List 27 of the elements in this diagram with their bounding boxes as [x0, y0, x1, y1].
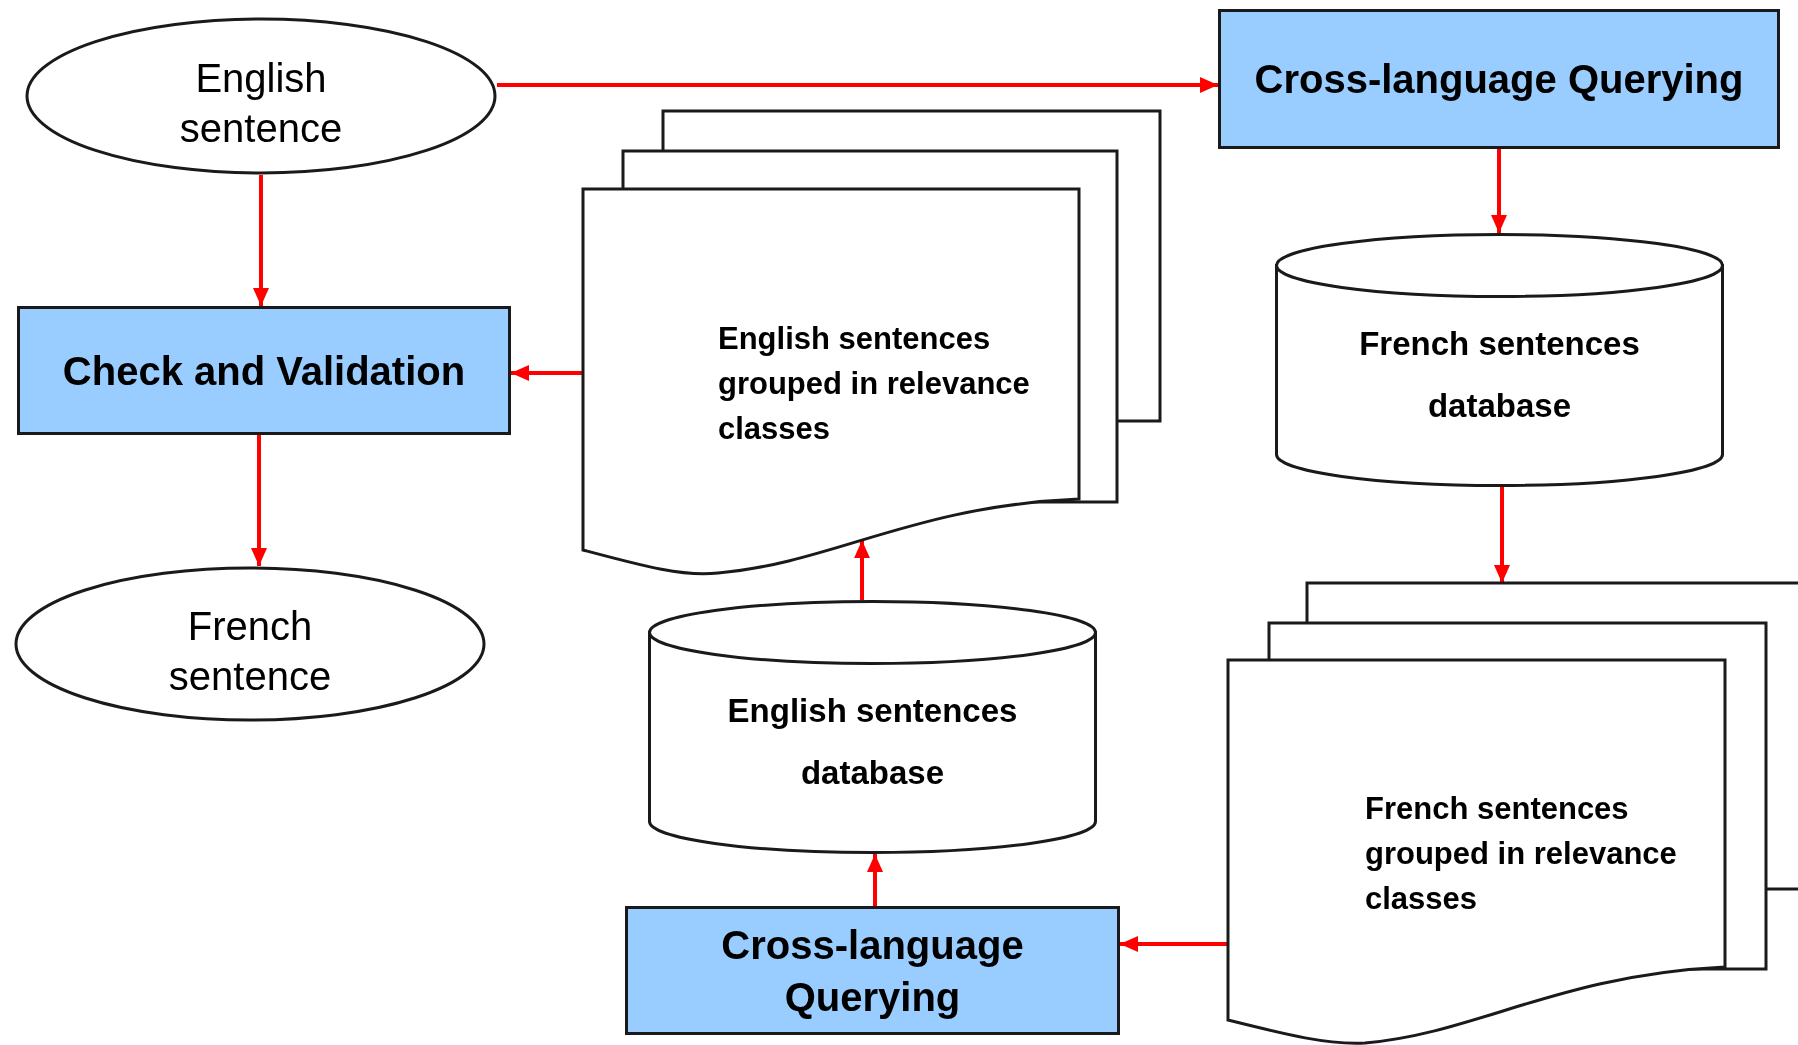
database-cylinder [1275, 233, 1724, 487]
box-label: Cross-language Querying [1253, 56, 1745, 103]
process-box [1218, 9, 1780, 149]
database-label: English sentences database [726, 691, 1019, 793]
terminal-ellipse [25, 17, 497, 175]
document-stack [1228, 583, 1798, 1043]
arrow [1491, 149, 1507, 233]
document-label: French sentences grouped in relevance classes [1365, 790, 1678, 918]
database-cylinder [648, 600, 1097, 854]
document-label: English sentences grouped in relevance classes [718, 320, 1031, 448]
database-label: French sentences database [1358, 324, 1641, 426]
arrow [497, 77, 1218, 93]
box-label: Cross-language Querying [720, 921, 1025, 1021]
document-stack [583, 111, 1160, 573]
arrow [854, 540, 870, 600]
arrow [511, 365, 583, 381]
arrow [1120, 936, 1228, 952]
ellipse-label: French sentence [167, 603, 333, 700]
arrow [253, 175, 269, 306]
arrow [251, 435, 267, 566]
arrow [1494, 487, 1510, 583]
box-label: Check and Validation [61, 347, 467, 395]
arrow [867, 854, 883, 906]
process-box [17, 306, 511, 435]
ellipse-label: English sentence [178, 55, 344, 152]
terminal-ellipse [14, 566, 486, 722]
process-box [625, 906, 1120, 1035]
